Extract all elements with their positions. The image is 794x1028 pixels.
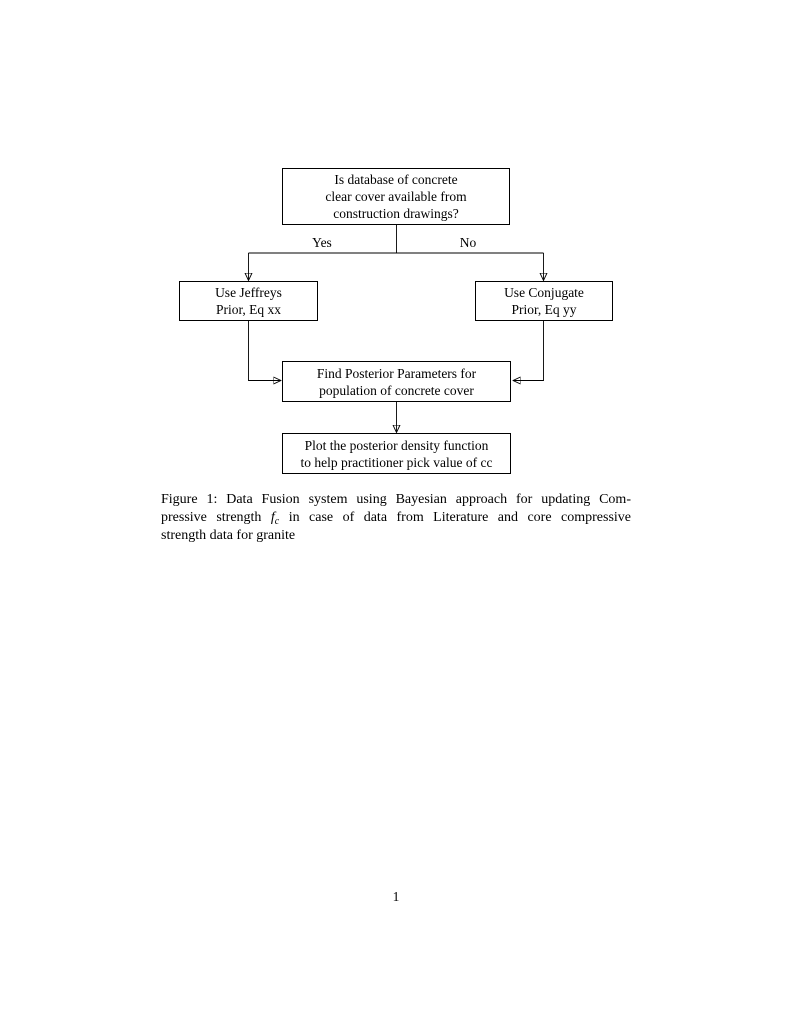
flow-node-posterior-parameters: Find Posterior Parameters for population… [282,361,511,402]
caption-line-2: pressive strength fc in case of data fro… [161,509,631,527]
flow-node-plot-line1: Plot the posterior density function [304,437,489,453]
flow-node-jeffreys-line1: Use Jeffreys [215,285,282,300]
edge-label-no: No [459,235,477,250]
flow-node-question-line1: Is database of concrete [334,172,458,187]
flow-node-question-line3: construction drawings? [333,206,459,221]
flow-node-posterior-line1: Find Posterior Parameters for [316,365,477,381]
edge-label-yes: Yes [312,235,332,250]
caption-line2-suffix: in case of data from Literature and core… [279,510,631,525]
flow-node-conjugate-line2: Prior, Eq yy [511,302,577,317]
flow-node-jeffreys-line2: Prior, Eq xx [215,302,282,317]
math-subscript-c: c [274,516,280,527]
flow-node-question-line2: clear cover available from [325,189,467,204]
flow-node-conjugate-prior: Use Conjugate Prior, Eq yy [475,281,613,321]
figure-caption: Figure 1: Data Fusion system using Bayes… [161,491,631,545]
page-number: 1 [392,889,400,904]
flow-node-plot-line2: to help practitioner pick value of cc [300,454,493,470]
connector-conjugate-to-posterior [514,321,544,381]
flow-node-question: Is database of concrete clear cover avai… [282,168,510,225]
flow-node-conjugate-line1: Use Conjugate [504,285,584,300]
caption-line-1: Figure 1: Data Fusion system using Bayes… [161,492,631,507]
flow-node-jeffreys-prior: Use Jeffreys Prior, Eq xx [179,281,318,321]
math-symbol-fc: f [270,510,275,525]
flow-node-posterior-line2: population of concrete cover [319,382,474,398]
caption-line-3: strength data for granite [161,528,296,543]
connector-jeffreys-to-posterior [248,321,281,381]
flow-node-plot-density: Plot the posterior density function to h… [282,433,511,474]
caption-line2-prefix: pressive strength [161,510,271,525]
